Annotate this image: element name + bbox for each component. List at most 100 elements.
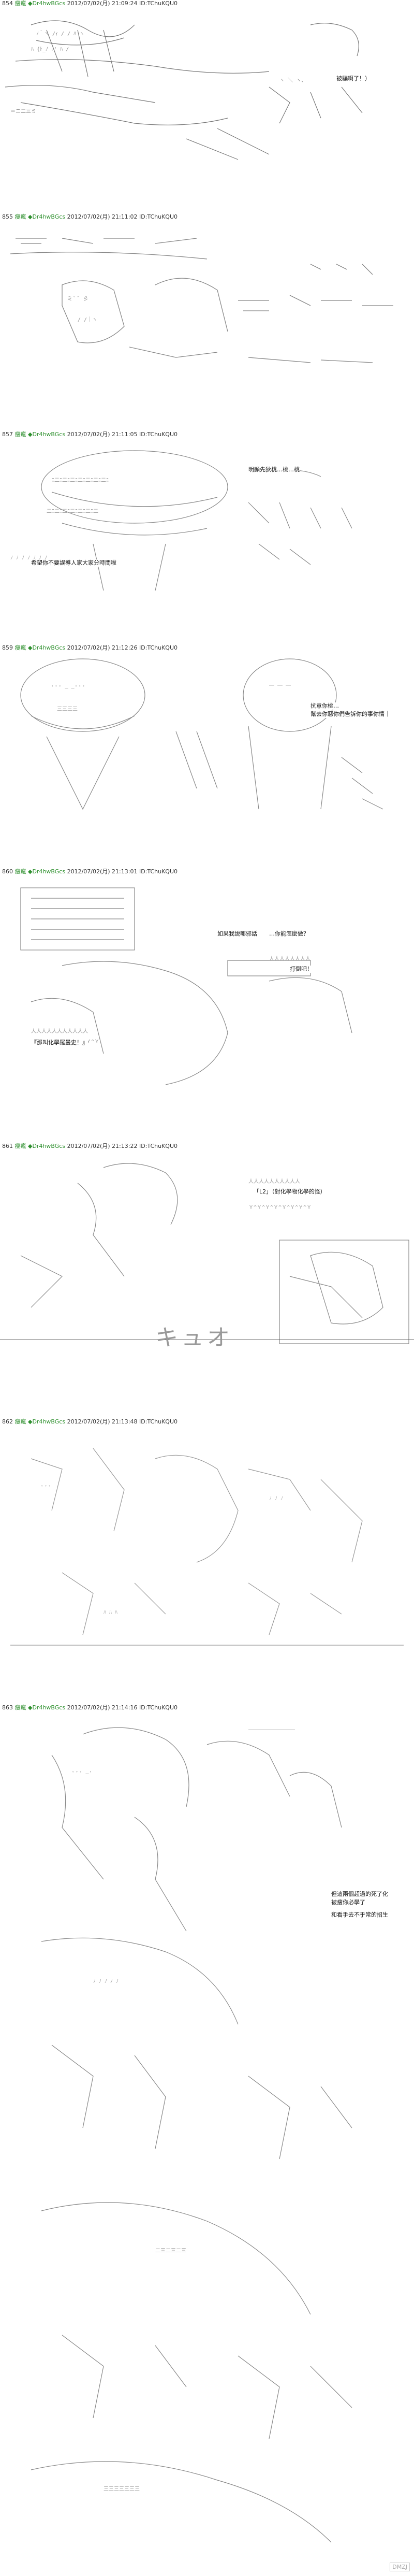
post-number: 857: [2, 431, 13, 438]
poster-trip: ◆Dr4hwBGcs: [28, 868, 66, 875]
svg-text:三三三三: 三三三三: [57, 707, 78, 712]
svg-text:二三二三二三: 二三二三二三: [155, 2248, 186, 2254]
svg-text:三三三三三三三: 三三三三三三三: [103, 2486, 140, 2492]
post-header: 863 瘦瘋 ◆Dr4hwBGcs 2012/07/02(月) 21:14:16…: [2, 1704, 178, 1711]
post-header: 862 瘦瘋 ◆Dr4hwBGcs 2012/07/02(月) 21:13:48…: [2, 1418, 178, 1426]
speech-line: 明顯先狄桃…桃…桃: [248, 466, 300, 473]
poster-trip: ◆Dr4hwBGcs: [28, 213, 66, 220]
post-meta: 2012/07/02(月) 21:13:01 ID:TChuKQU0: [67, 868, 178, 875]
poster-name: 瘦瘋: [14, 868, 26, 875]
post-meta: 2012/07/02(月) 21:11:02 ID:TChuKQU0: [67, 213, 178, 220]
speech-line: 「L2」（對化學物化學的怪）: [254, 1188, 326, 1196]
poster-name: 瘦瘋: [14, 431, 26, 438]
watermark-logo: DMZJ: [390, 2563, 410, 2571]
post-header: 861 瘦瘋 ◆Dr4hwBGcs 2012/07/02(月) 21:13:22…: [2, 1143, 178, 1150]
poster-name: 瘦瘋: [14, 213, 26, 220]
post-859: 859 瘦瘋 ◆Dr4hwBGcs 2012/07/02(月) 21:12:26…: [0, 644, 414, 821]
post-header: 860 瘦瘋 ◆Dr4hwBGcs 2012/07/02(月) 21:13:01…: [2, 868, 178, 875]
svg-text:Ｙ^Ｙ^Ｙ^Ｙ^Ｙ^Ｙ^Ｙ^Ｙ: Ｙ^Ｙ^Ｙ^Ｙ^Ｙ^Ｙ^Ｙ^Ｙ: [248, 1205, 312, 1211]
post-meta: 2012/07/02(月) 21:14:16 ID:TChuKQU0: [67, 1704, 178, 1711]
svg-text:ﾉ ﾉ ﾉ ﾉ ﾉ: ﾉ ﾉ ﾉ ﾉ ﾉ: [93, 1979, 119, 1984]
poster-trip: ◆Dr4hwBGcs: [28, 1143, 66, 1149]
post-number: 862: [2, 1418, 13, 1425]
speech-line: 打倒吧！: [290, 966, 313, 973]
post-number: 859: [2, 644, 13, 651]
post-860: 860 瘦瘋 ◆Dr4hwBGcs 2012/07/02(月) 21:13:01…: [0, 868, 414, 1096]
post-header: 857 瘦瘋 ◆Dr4hwBGcs 2012/07/02(月) 21:11:05…: [2, 431, 178, 438]
svg-text:ﾟ ﾟ ﾟ ─ ─ ﾟ ﾟ ﾟ: ﾟ ﾟ ﾟ ─ ─ ﾟ ﾟ ﾟ: [52, 685, 85, 692]
poster-trip: ◆Dr4hwBGcs: [28, 1704, 66, 1711]
ascii-art: ﾟ ﾟ ﾟ ﾉ ﾉ ﾉ ﾊ ﾊ ﾊ: [0, 1428, 414, 1656]
ascii-art-drawing: ＿＿＿＿＿＿＿＿＿ ﾟ ﾟ ﾟ ─ ﾟ ﾉ ﾉ ﾉ ﾉ ﾉ 二三二三二三 三三三…: [31, 1725, 352, 2543]
poster-name: 瘦瘋: [14, 0, 26, 7]
speech-line: 希望你不要誤導人家大家分時間啦: [31, 559, 116, 567]
post-number: 863: [2, 1704, 13, 1711]
ascii-art-drawing: ﾉ｀ヽ /ｨ / / ﾊ ヽ ﾊ {ﾄ_ﾉ ﾚ' ﾊ / ＝ニ二三ミ ヽ ＼ ヽ…: [5, 20, 363, 160]
post-header: 855 瘦瘋 ◆Dr4hwBGcs 2012/07/02(月) 21:11:02…: [2, 213, 178, 221]
poster-name: 瘦瘋: [14, 1418, 26, 1425]
ascii-art: 人人人人人人人人人人 Ｙ^Ｙ^Ｙ^Ｙ^Ｙ^Ｙ^Ｙ^Ｙ: [0, 1152, 414, 1364]
poster-name: 瘦瘋: [14, 1704, 26, 1711]
ascii-art: ﾆ二ﾆ二ﾆ二ﾆ二ﾆ二ﾆ二ﾆ二ﾆ 二ﾆ二ﾆ二ﾆ二ﾆ二ﾆ二ﾆ二 ﾉ ﾉ ﾉ ﾉ ﾉ …: [0, 440, 414, 596]
speech-line: 被騙啊了！）: [336, 75, 371, 82]
svg-text:人人人人人人人人人人人: 人人人人人人人人人人人: [31, 1028, 88, 1034]
post-862: 862 瘦瘋 ◆Dr4hwBGcs 2012/07/02(月) 21:13:48…: [0, 1418, 414, 1657]
speech-line: 抗意你桃…: [310, 702, 339, 710]
svg-text:￣ ￣ ￣: ￣ ￣ ￣: [269, 685, 291, 692]
svg-text:＿＿＿＿＿＿＿＿＿: ＿＿＿＿＿＿＿＿＿: [248, 1725, 295, 1731]
post-857: 857 瘦瘋 ◆Dr4hwBGcs 2012/07/02(月) 21:11:05…: [0, 431, 414, 597]
svg-text:人人人人人人人人: 人人人人人人人人: [269, 956, 310, 962]
speech-line: 和看手去不乎常的招生: [331, 1911, 388, 1919]
ascii-art-drawing: ﾟ ﾟ ﾟ ─ ─ ﾟ ﾟ ﾟ 三三三三 ￣ ￣ ￣: [20, 658, 383, 810]
post-meta: 2012/07/02(月) 21:12:26 ID:TChuKQU0: [67, 644, 178, 651]
ascii-art-drawing: ミ ﾟ ﾟ 彡 / /｜ヽ: [10, 238, 393, 363]
svg-text:＝ニ二三ミ: ＝ニ二三ミ: [10, 109, 36, 114]
svg-text:ﾉ ﾉ ﾉ ﾉ ﾉ ﾉ ﾉ: ﾉ ﾉ ﾉ ﾉ ﾉ ﾉ ﾉ: [10, 555, 47, 561]
post-number: 860: [2, 868, 13, 875]
svg-text:ﾟ ﾟ ﾟ: ﾟ ﾟ ﾟ: [41, 1485, 51, 1491]
speech-line: 如果我說哪邪話: [217, 930, 257, 938]
ascii-art: ﾟ ﾟ ﾟ ─ ─ ﾟ ﾟ ﾟ 三三三三 ￣ ￣ ￣: [0, 654, 414, 819]
ascii-art: 人人人人人人人人 人人人人人人人人人人人 Ｙ^Ｙ^Ｙ^Ｙ^Ｙ^Ｙ^Ｙ^Ｙ: [0, 877, 414, 1095]
svg-text:ﾉ ﾉ ﾉ: ﾉ ﾉ ﾉ: [269, 1496, 283, 1502]
post-header: 854 瘦瘋 ◆Dr4hwBGcs 2012/07/02(月) 21:09:24…: [2, 0, 178, 7]
svg-text:ヽ ＼ ヽ、: ヽ ＼ ヽ、: [279, 77, 306, 83]
ascii-art: ミ ﾟ ﾟ 彡 / /｜ヽ: [0, 223, 414, 378]
svg-text:ﾊ {ﾄ_ﾉ ﾚ' ﾊ /: ﾊ {ﾄ_ﾉ ﾚ' ﾊ /: [31, 47, 69, 52]
post-855: 855 瘦瘋 ◆Dr4hwBGcs 2012/07/02(月) 21:11:02…: [0, 213, 414, 384]
poster-name: 瘦瘋: [14, 1143, 26, 1149]
poster-trip: ◆Dr4hwBGcs: [28, 644, 66, 651]
post-863: 863 瘦瘋 ◆Dr4hwBGcs 2012/07/02(月) 21:14:16…: [0, 1704, 414, 2574]
svg-text:ミ ﾟ ﾟ 彡: ミ ﾟ ﾟ 彡: [67, 296, 88, 302]
ascii-art: ＿＿＿＿＿＿＿＿＿ ﾟ ﾟ ﾟ ─ ﾟ ﾉ ﾉ ﾉ ﾉ ﾉ 二三二三二三 三三三…: [0, 1714, 414, 2573]
speech-line: 幫去你惡你們告訴你的事你情｜: [310, 711, 390, 718]
speech-line: 『那叫化學羅曼史！』: [31, 1039, 88, 1046]
svg-text:ﾉ｀ヽ /ｨ / / ﾊ ヽ: ﾉ｀ヽ /ｨ / / ﾊ ヽ: [36, 30, 84, 37]
post-meta: 2012/07/02(月) 21:13:22 ID:TChuKQU0: [67, 1143, 178, 1149]
post-number: 854: [2, 0, 13, 7]
poster-trip: ◆Dr4hwBGcs: [28, 1418, 66, 1425]
ascii-art-drawing: ﾆ二ﾆ二ﾆ二ﾆ二ﾆ二ﾆ二ﾆ二ﾆ 二ﾆ二ﾆ二ﾆ二ﾆ二ﾆ二ﾆ二 ﾉ ﾉ ﾉ ﾉ ﾉ …: [10, 450, 352, 591]
post-header: 859 瘦瘋 ◆Dr4hwBGcs 2012/07/02(月) 21:12:26…: [2, 644, 178, 652]
ascii-art-drawing: ﾟ ﾟ ﾟ ﾉ ﾉ ﾉ ﾊ ﾊ ﾊ: [10, 1448, 404, 1646]
post-meta: 2012/07/02(月) 21:09:24 ID:TChuKQU0: [67, 0, 178, 7]
svg-text:ﾟ ﾟ ﾟ ─ ﾟ: ﾟ ﾟ ﾟ ─ ﾟ: [72, 1771, 93, 1777]
poster-trip: ◆Dr4hwBGcs: [28, 0, 66, 7]
svg-text:人人人人人人人人人人: 人人人人人人人人人人: [248, 1178, 300, 1185]
katakana-sfx: キュオ: [155, 1325, 233, 1351]
svg-text:二ﾆ二ﾆ二ﾆ二ﾆ二ﾆ二ﾆ二: 二ﾆ二ﾆ二ﾆ二ﾆ二ﾆ二ﾆ二: [47, 509, 98, 514]
post-number: 861: [2, 1143, 13, 1149]
speech-line: 被瘦你必學了: [331, 1899, 365, 1906]
speech-line: …你能怎麼做？: [269, 930, 309, 938]
ascii-art: ﾉ｀ヽ /ｨ / / ﾊ ヽ ﾊ {ﾄ_ﾉ ﾚ' ﾊ / ＝ニ二三ミ ヽ ＼ ヽ…: [0, 9, 414, 165]
post-854: 854 瘦瘋 ◆Dr4hwBGcs 2012/07/02(月) 21:09:24…: [0, 0, 414, 166]
ascii-art-drawing: 人人人人人人人人人人 Ｙ^Ｙ^Ｙ^Ｙ^Ｙ^Ｙ^Ｙ^Ｙ: [20, 1163, 409, 1344]
poster-name: 瘦瘋: [14, 644, 26, 651]
poster-trip: ◆Dr4hwBGcs: [28, 431, 66, 438]
svg-text:/ /｜ヽ: / /｜ヽ: [78, 316, 97, 323]
speech-line: 但這兩個超過的死了化: [331, 1891, 388, 1898]
ascii-art-drawing: 人人人人人人人人 人人人人人人人人人人人 Ｙ^Ｙ^Ｙ^Ｙ^Ｙ^Ｙ^Ｙ^Ｙ: [20, 887, 352, 1085]
svg-text:ﾆ二ﾆ二ﾆ二ﾆ二ﾆ二ﾆ二ﾆ二ﾆ: ﾆ二ﾆ二ﾆ二ﾆ二ﾆ二ﾆ二ﾆ二ﾆ: [52, 478, 109, 483]
post-861: 861 瘦瘋 ◆Dr4hwBGcs 2012/07/02(月) 21:13:22…: [0, 1143, 414, 1365]
post-number: 855: [2, 213, 13, 220]
